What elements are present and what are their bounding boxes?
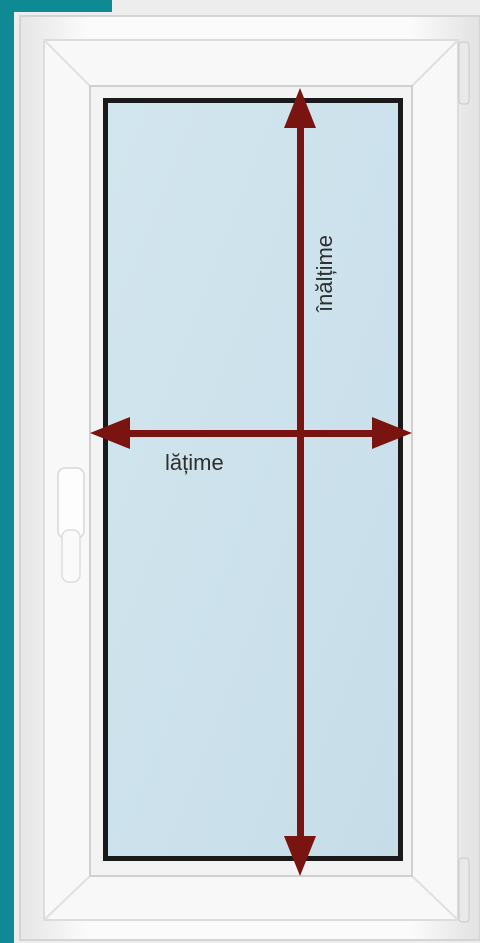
bottom-hinge (458, 857, 470, 923)
teal-top-strip (0, 0, 112, 12)
bevel-line (411, 875, 459, 921)
glass-pane (108, 103, 398, 856)
bevel-line (411, 39, 459, 87)
bevel-line (43, 875, 91, 921)
teal-side-strip (0, 0, 14, 943)
width-arrow-icon (90, 417, 412, 449)
width-label: lățime (165, 450, 224, 475)
bevel-line (43, 39, 91, 87)
height-arrow-icon (284, 88, 316, 876)
height-label: înălțime (312, 234, 337, 312)
window-handle-icon (57, 467, 85, 583)
top-hinge (458, 41, 470, 105)
